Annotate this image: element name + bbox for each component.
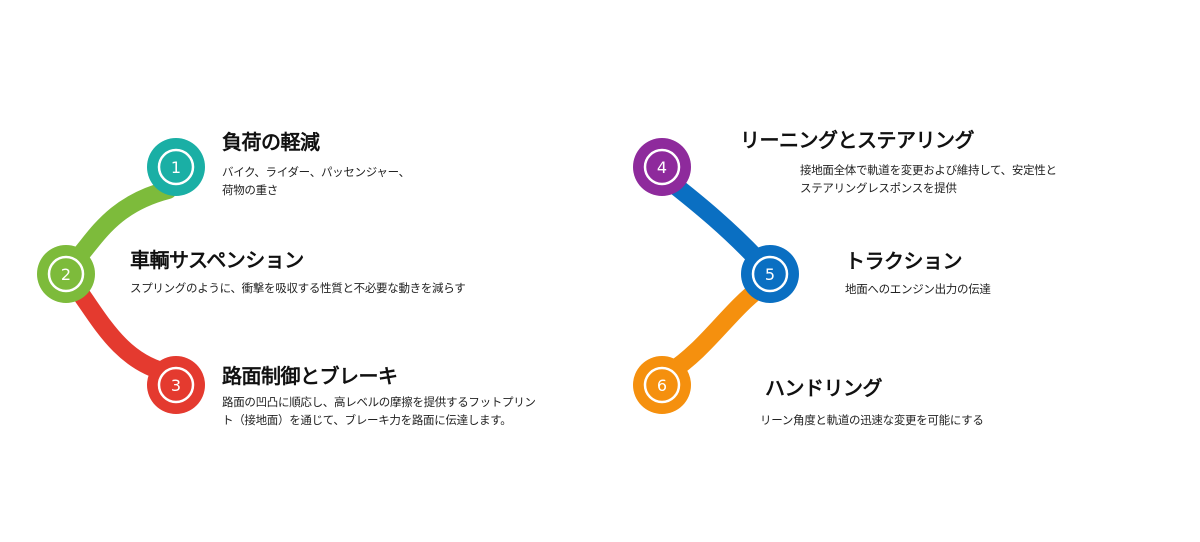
desc-line: スプリングのように、衝撃を吸収する性質と不必要な動きを減らす bbox=[130, 281, 466, 295]
connector-4-5 bbox=[659, 171, 769, 271]
step-1-title: 負荷の軽減 bbox=[222, 130, 320, 154]
node-circle bbox=[633, 356, 691, 414]
step-number: 5 bbox=[765, 265, 775, 284]
step-5-node: 5 bbox=[741, 245, 799, 303]
connector-5-6 bbox=[661, 279, 769, 381]
node-circle bbox=[37, 245, 95, 303]
desc-line: バイク、ライダー、パッセンジャー、 bbox=[222, 165, 410, 179]
step-3-title: 路面制御とブレーキ bbox=[222, 364, 398, 388]
step-3-desc: 路面の凹凸に順応し、高レベルの摩擦を提供するフットプリント（接地面）を通じて、ブ… bbox=[222, 393, 536, 429]
step-4-title: リーニングとステアリング bbox=[740, 128, 975, 152]
step-3-node: 3 bbox=[147, 356, 205, 414]
desc-line: リーン角度と軌道の迅速な変更を可能にする bbox=[760, 413, 984, 427]
step-1-desc: バイク、ライダー、パッセンジャー、荷物の重さ bbox=[222, 163, 410, 199]
node-ring bbox=[157, 366, 195, 404]
node-ring bbox=[643, 366, 681, 404]
node-circle bbox=[741, 245, 799, 303]
step-2-desc: スプリングのように、衝撃を吸収する性質と不必要な動きを減らす bbox=[130, 279, 466, 297]
step-5-desc: 地面へのエンジン出力の伝達 bbox=[845, 280, 991, 298]
desc-line: ステアリングレスポンスを提供 bbox=[800, 181, 957, 195]
node-ring bbox=[47, 255, 85, 293]
node-circle bbox=[147, 138, 205, 196]
step-number: 6 bbox=[657, 376, 667, 395]
step-number: 2 bbox=[61, 265, 71, 284]
node-ring bbox=[751, 255, 789, 293]
step-2-node: 2 bbox=[37, 245, 95, 303]
desc-line: 接地面全体で軌道を変更および維持して、安定性と bbox=[800, 163, 1057, 177]
step-5-title: トラクション bbox=[845, 249, 963, 273]
node-ring bbox=[643, 148, 681, 186]
connector-2-3 bbox=[69, 281, 174, 381]
step-4-desc: 接地面全体で軌道を変更および維持して、安定性とステアリングレスポンスを提供 bbox=[800, 161, 1057, 197]
step-number: 3 bbox=[171, 376, 181, 395]
node-ring bbox=[157, 148, 195, 186]
step-6-title: ハンドリング bbox=[765, 376, 883, 400]
step-6-desc: リーン角度と軌道の迅速な変更を可能にする bbox=[760, 411, 984, 429]
desc-line: 地面へのエンジン出力の伝達 bbox=[845, 282, 991, 296]
desc-line: 路面の凹凸に順応し、高レベルの摩擦を提供するフットプリン bbox=[222, 395, 536, 409]
node-circle bbox=[633, 138, 691, 196]
step-2-title: 車輌サスペンション bbox=[130, 248, 304, 272]
step-4-node: 4 bbox=[633, 138, 691, 196]
step-number: 4 bbox=[657, 158, 667, 177]
step-1-node: 1 bbox=[147, 138, 205, 196]
node-circle bbox=[147, 356, 205, 414]
desc-line: ト（接地面）を通じて、ブレーキ力を路面に伝達します。 bbox=[222, 413, 512, 427]
step-6-node: 6 bbox=[633, 356, 691, 414]
desc-line: 荷物の重さ bbox=[222, 183, 278, 197]
step-number: 1 bbox=[171, 158, 181, 177]
